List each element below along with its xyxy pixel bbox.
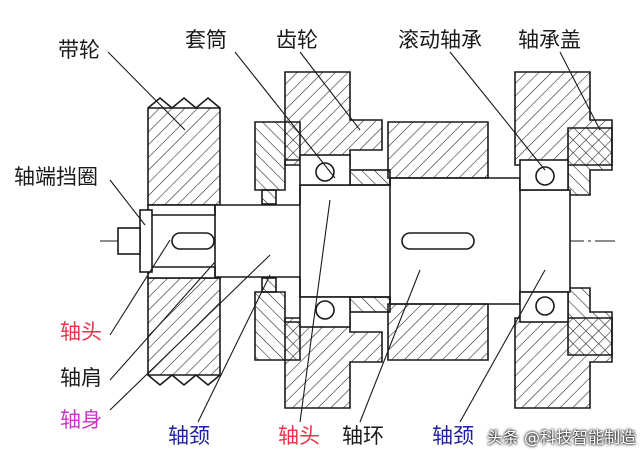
end-retainer — [139, 209, 153, 273]
label-pulley: 带轮 — [58, 38, 100, 62]
label-bearing-cap: 轴承盖 — [518, 28, 581, 52]
label-journal-right: 轴颈 — [432, 424, 474, 448]
label-rolling-bearing: 滚动轴承 — [398, 28, 482, 52]
gear-bottom — [387, 303, 489, 361]
sleeve-top — [349, 169, 391, 186]
seal-bottom — [261, 277, 277, 293]
pulley-top — [147, 107, 221, 206]
label-end-retainer: 轴端挡圈 — [14, 165, 98, 189]
label-journal-left: 轴颈 — [168, 424, 210, 448]
gear-top — [387, 121, 489, 179]
label-shoulder: 轴肩 — [60, 366, 102, 390]
left-cap-bottom — [254, 291, 301, 361]
key-right — [401, 232, 475, 250]
bolt-head — [117, 227, 141, 255]
label-journal-head-left: 轴头 — [60, 320, 102, 344]
label-body: 轴身 — [60, 408, 102, 432]
key-left — [171, 232, 215, 250]
pulley-grooves — [147, 96, 221, 387]
label-gear: 齿轮 — [276, 28, 318, 52]
bearing-cap-top — [567, 127, 613, 196]
bearing-cap-bottom — [567, 287, 613, 356]
label-journal-head-right: 轴头 — [278, 424, 320, 448]
label-sleeve: 套筒 — [185, 28, 227, 52]
leader-lines — [107, 51, 601, 423]
left-cap-top — [254, 121, 301, 191]
seal-top — [261, 189, 277, 205]
watermark: 头条 @科技智能制造 — [486, 428, 636, 447]
label-collar: 轴环 — [342, 424, 384, 448]
pulley-bottom — [147, 277, 221, 376]
sleeve-bottom — [349, 296, 391, 313]
